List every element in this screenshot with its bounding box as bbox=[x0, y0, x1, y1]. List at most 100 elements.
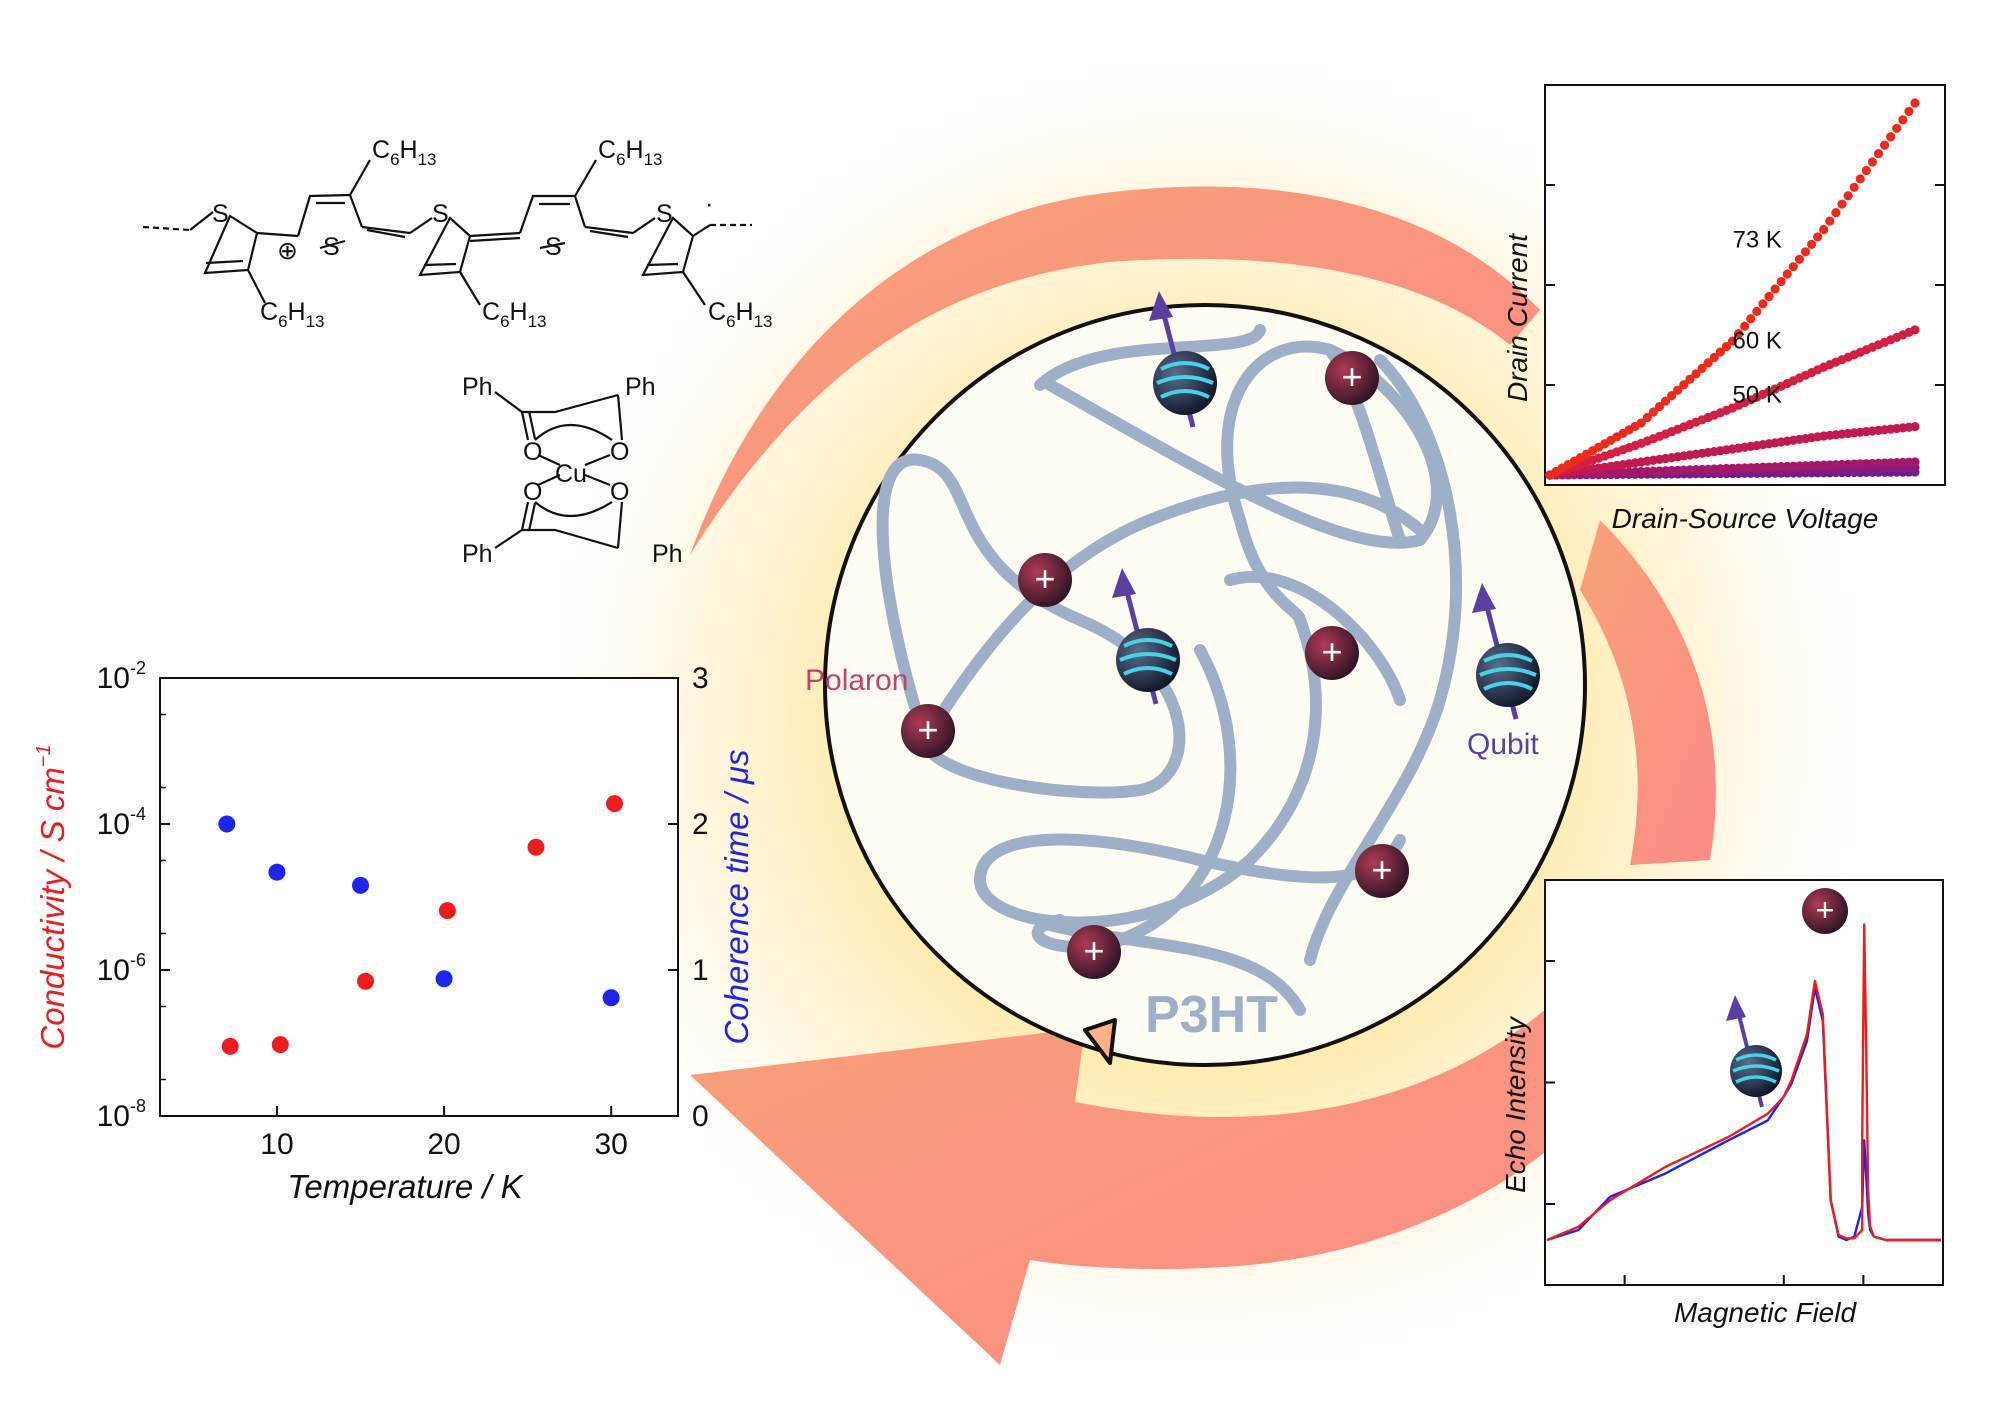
transport-point bbox=[1831, 208, 1841, 218]
cu-complex-structure bbox=[494, 391, 624, 550]
y-right-tick-label: 0 bbox=[692, 1100, 709, 1133]
cu-complex-labels: Ph Ph Ph Ph O O O O Cu bbox=[462, 373, 683, 568]
transport-point bbox=[1855, 174, 1865, 184]
data-points bbox=[1545, 98, 1920, 480]
spectrum-lines bbox=[1546, 923, 1941, 1242]
data-points bbox=[218, 795, 624, 1055]
transport-point bbox=[1691, 369, 1701, 379]
transport-point bbox=[1679, 380, 1689, 390]
transport-point bbox=[1697, 363, 1707, 373]
transport-point bbox=[1806, 239, 1817, 249]
transport-point bbox=[1910, 457, 1920, 467]
phenyl-label: Ph bbox=[625, 373, 656, 401]
y-axis-right-label: Coherence time / μs bbox=[718, 749, 755, 1044]
polaron-5: + bbox=[1355, 844, 1409, 898]
transport-point bbox=[1782, 269, 1792, 279]
cycle-arrows bbox=[690, 186, 1716, 1365]
oxygen-label: O bbox=[610, 478, 629, 506]
spectrum-line bbox=[1546, 923, 1941, 1242]
y-right-tick-label: 3 bbox=[692, 662, 709, 695]
coherence-point bbox=[268, 863, 286, 881]
x-tick-label: 10 bbox=[260, 1128, 293, 1161]
transport-chart: 73 K60 K50 K Drain-Source Voltage Drain … bbox=[1502, 84, 1946, 534]
transport-point bbox=[1673, 385, 1683, 395]
transport-point bbox=[1667, 391, 1677, 401]
qubit-2 bbox=[1112, 568, 1180, 705]
transport-point bbox=[1733, 329, 1744, 339]
polaron-plus: + bbox=[1083, 930, 1104, 971]
oxygen-label: O bbox=[610, 438, 629, 466]
transport-point bbox=[1910, 325, 1920, 335]
polaron-4: + bbox=[901, 704, 955, 758]
transport-point bbox=[1685, 374, 1695, 384]
transport-point bbox=[1813, 232, 1823, 242]
hexyl-label: C6H13 bbox=[482, 298, 547, 331]
tick-marks bbox=[1545, 184, 1945, 386]
transport-point bbox=[1873, 148, 1884, 159]
y-axis-label: Echo Intensity bbox=[1500, 1015, 1531, 1193]
transport-point bbox=[1636, 418, 1646, 428]
material-label: P3HT bbox=[1145, 986, 1278, 1044]
phenyl-label: Ph bbox=[462, 540, 493, 568]
phenyl-label: Ph bbox=[652, 540, 683, 568]
transport-point bbox=[1819, 224, 1829, 235]
series-label: 60 K bbox=[1733, 327, 1782, 354]
transport-point bbox=[1892, 123, 1902, 133]
qubit-label: Qubit bbox=[1467, 728, 1539, 761]
oxygen-label: O bbox=[523, 478, 542, 506]
transport-point bbox=[1879, 140, 1890, 150]
y-left-tick-label: 10-8 bbox=[97, 1096, 146, 1133]
transport-point bbox=[1770, 284, 1780, 294]
transport-point bbox=[1703, 358, 1713, 368]
tick-marks bbox=[1545, 960, 1865, 1285]
transport-point bbox=[1910, 98, 1920, 108]
oxygen-label: O bbox=[523, 438, 542, 466]
conductivity-point bbox=[357, 972, 375, 990]
hexyl-label: C6H13 bbox=[260, 298, 325, 331]
polymer-chains bbox=[876, 324, 1463, 1016]
sulfur-label: S bbox=[212, 200, 229, 228]
echo-polaron-icon: + bbox=[1802, 888, 1848, 934]
radical-dot: · bbox=[705, 190, 713, 218]
transport-point bbox=[1727, 336, 1738, 346]
echo-qubit-icon bbox=[1726, 995, 1782, 1108]
conductivity-point bbox=[438, 902, 456, 920]
plot-frame bbox=[159, 677, 679, 1117]
polaron-plus: + bbox=[1034, 558, 1055, 599]
coherence-point bbox=[435, 970, 453, 988]
transport-point bbox=[1837, 199, 1847, 209]
coherence-point bbox=[602, 989, 620, 1007]
transport-point bbox=[1794, 254, 1805, 264]
sulfur-label: S bbox=[323, 233, 340, 261]
transport-point bbox=[1788, 262, 1798, 272]
p3ht-labels: S S S S S ⊕ · C6H13 C6H13 C6H13 C6H13 C6… bbox=[212, 136, 773, 331]
transport-point bbox=[1654, 401, 1665, 412]
transport-point bbox=[1764, 291, 1774, 302]
transport-point bbox=[1709, 352, 1719, 363]
hexyl-label: C6H13 bbox=[708, 298, 773, 331]
hexyl-label: C6H13 bbox=[598, 136, 663, 169]
y-right-tick-label: 1 bbox=[692, 954, 709, 987]
sulfur-label: S bbox=[656, 200, 673, 228]
transport-point bbox=[1660, 396, 1671, 406]
coherence-point bbox=[218, 815, 236, 833]
conductivity-point bbox=[606, 795, 624, 813]
transport-point bbox=[1861, 165, 1871, 176]
transport-point bbox=[1715, 347, 1725, 357]
sulfur-label: S bbox=[545, 233, 562, 261]
transport-point bbox=[1721, 341, 1732, 352]
arrow-right bbox=[1580, 520, 1716, 865]
polaron-plus: + bbox=[1371, 849, 1392, 890]
series-label: 73 K bbox=[1733, 227, 1782, 254]
conductivity-point bbox=[221, 1037, 239, 1055]
qubit-3 bbox=[1472, 583, 1540, 720]
polaron-3: + bbox=[1305, 626, 1359, 680]
arrow-lower bbox=[690, 880, 1710, 1365]
transport-point bbox=[1849, 182, 1859, 192]
transport-point bbox=[1746, 314, 1756, 324]
series-labels: 73 K60 K50 K bbox=[1733, 227, 1782, 409]
transport-point bbox=[1904, 106, 1914, 117]
y-left-tick-label: 10-2 bbox=[97, 658, 146, 695]
